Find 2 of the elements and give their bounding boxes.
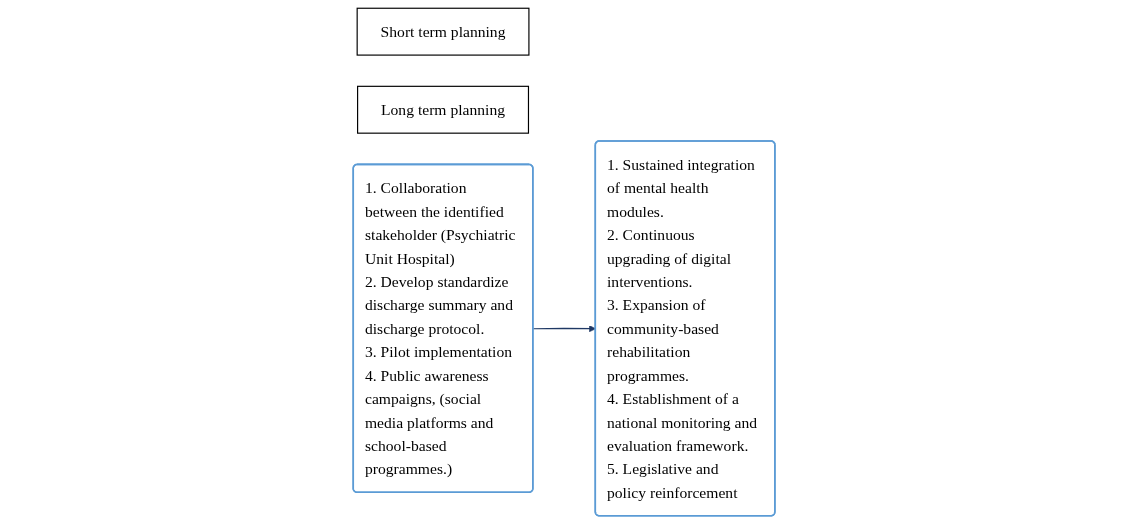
- node-box: Long term planning: [357, 85, 530, 134]
- node-box: Short term planning: [357, 7, 530, 56]
